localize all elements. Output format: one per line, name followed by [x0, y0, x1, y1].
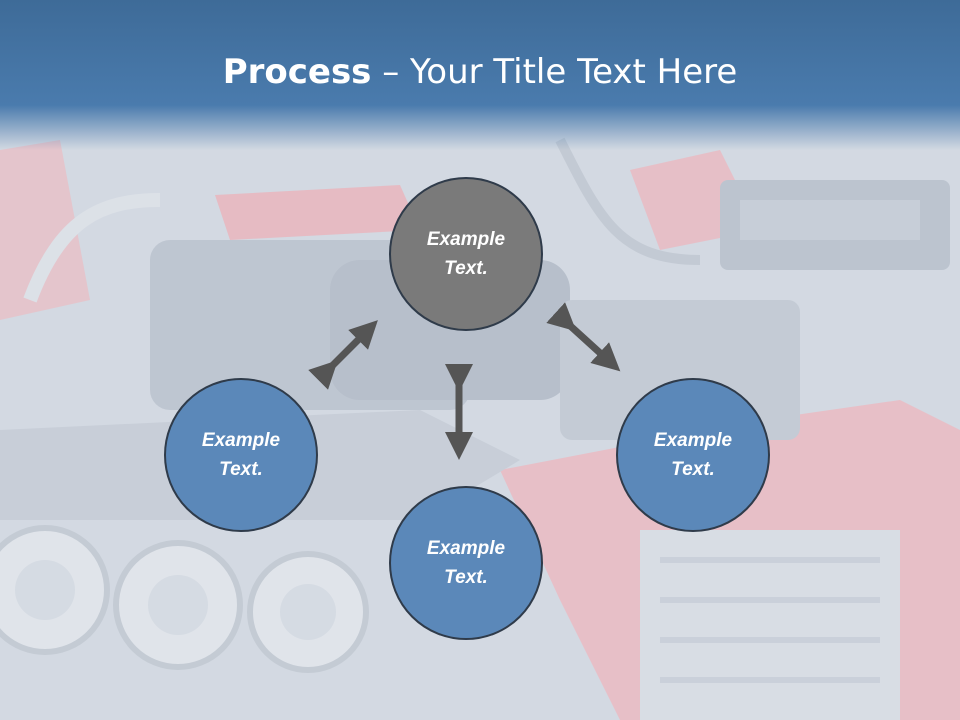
node-bottom-text: Example Text. — [426, 538, 506, 588]
arrow-top-left — [308, 320, 378, 390]
arrow-top-right — [546, 302, 621, 372]
node-top-text: Example Text. — [426, 229, 506, 279]
title-rest: – Your Title Text Here — [371, 52, 738, 92]
process-node-left: Example Text. — [164, 378, 318, 532]
process-node-top: Example Text. — [389, 177, 543, 331]
slide-title: Process – Your Title Text Here — [0, 52, 960, 92]
node-left-text: Example Text. — [201, 430, 281, 480]
title-banner — [0, 0, 960, 150]
process-node-right: Example Text. — [616, 378, 770, 532]
process-node-bottom: Example Text. — [389, 486, 543, 640]
node-right-text: Example Text. — [653, 430, 733, 480]
title-bold: Process — [222, 52, 372, 92]
